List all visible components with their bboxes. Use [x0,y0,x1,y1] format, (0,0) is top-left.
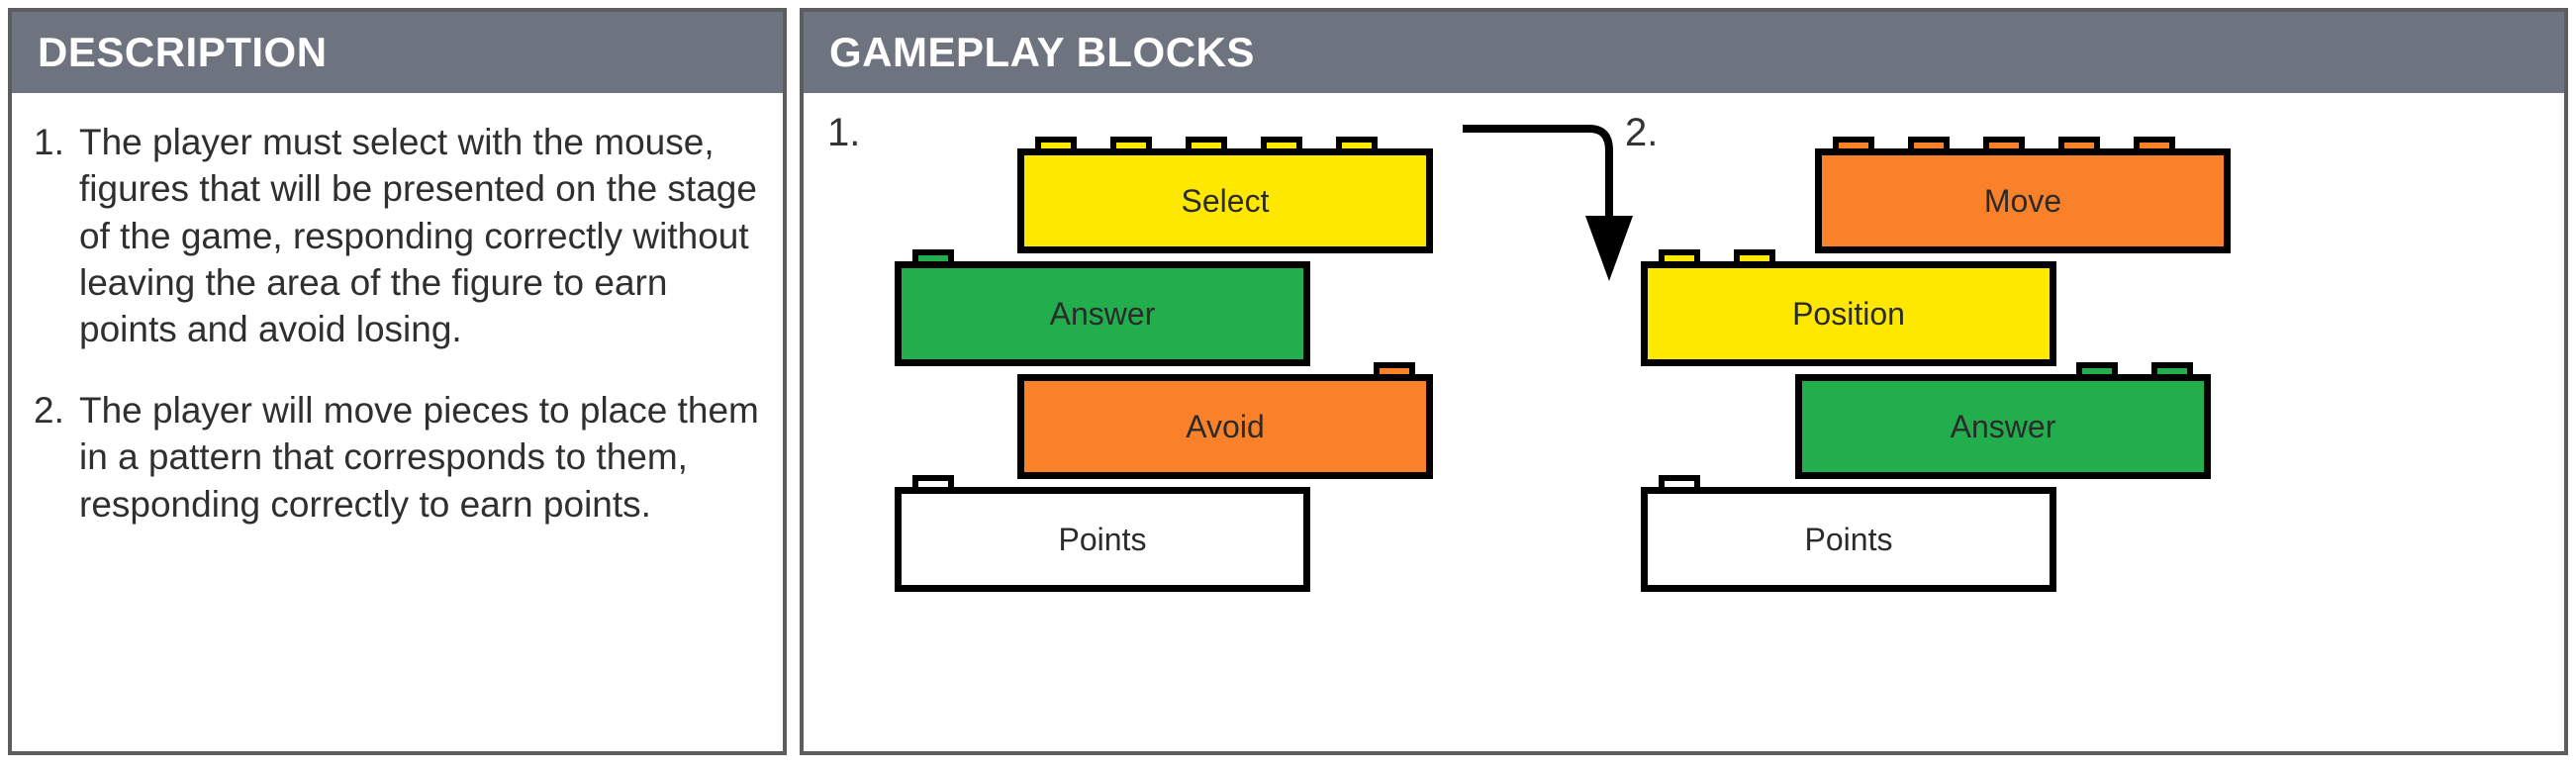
brick-label: Answer [1795,374,2211,479]
brick-label: Points [895,487,1310,592]
blocks-area: 1. Select [804,93,2564,751]
description-panel: DESCRIPTION 1. The player must select wi… [8,8,787,755]
brick-label: Position [1641,261,2056,366]
gameplay-panel-title: GAMEPLAY BLOCKS [829,29,1255,75]
brick-label: Select [1017,148,1433,253]
description-panel-title: DESCRIPTION [38,29,328,75]
gameplay-stack-1: 1. Select [827,93,1633,746]
brick-label: Points [1641,487,2056,592]
gameplay-panel-body: 1. Select [804,93,2564,751]
description-panel-body: 1. The player must select with the mouse… [12,93,783,751]
brick-select[interactable]: Select [1017,137,1433,253]
description-item-number: 1. [34,122,64,162]
brick-avoid[interactable]: Avoid [1017,362,1433,479]
description-item-text: The player must select with the mouse, f… [79,122,757,350]
gameplay-blocks-panel: GAMEPLAY BLOCKS 1. Select [800,8,2568,755]
description-list-item: 1. The player must select with the mouse… [34,119,765,353]
brick-answer[interactable]: Answer [895,249,1310,366]
stack-1-number: 1. [827,111,861,154]
brick-move[interactable]: Move [1815,137,2231,253]
gameplay-panel-header: GAMEPLAY BLOCKS [804,12,2564,93]
stack-2-number: 2. [1625,111,1659,154]
description-list-item: 2. The player will move pieces to place … [34,387,765,528]
description-item-text: The player will move pieces to place the… [79,389,759,525]
brick-position[interactable]: Position [1641,249,2056,366]
brick-answer[interactable]: Answer [1795,362,2211,479]
brick-points[interactable]: Points [1641,475,2056,592]
elbow-down-arrow-icon [1463,125,1633,281]
description-panel-header: DESCRIPTION [12,12,783,93]
brick-studs [1017,137,1433,158]
brick-label: Move [1815,148,2231,253]
brick-label: Answer [895,261,1310,366]
description-item-number: 2. [34,389,64,431]
brick-label: Avoid [1017,374,1433,479]
brick-points[interactable]: Points [895,475,1310,592]
description-list: 1. The player must select with the mouse… [12,93,783,528]
gameplay-stack-2: 2. Move [1625,93,2347,746]
